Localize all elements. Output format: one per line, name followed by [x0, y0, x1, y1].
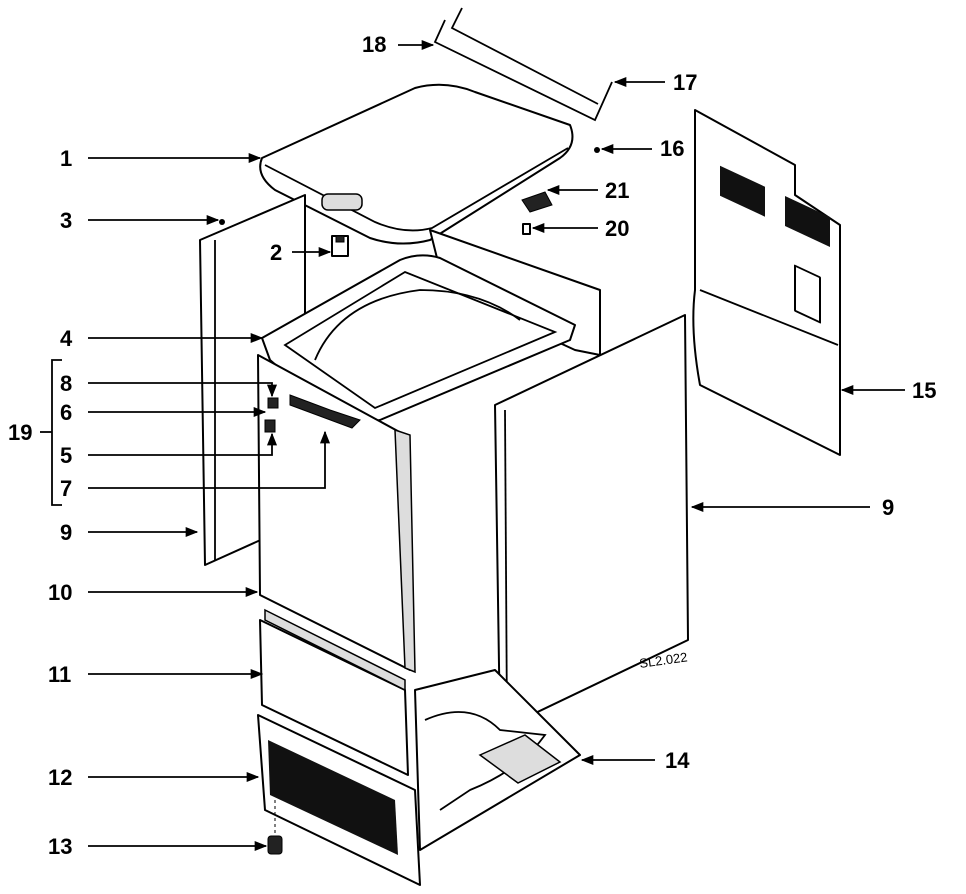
callout-17: 17	[613, 70, 697, 95]
svg-text:21: 21	[605, 178, 629, 203]
svg-text:9: 9	[882, 495, 894, 520]
svg-text:5: 5	[60, 443, 72, 468]
callout-14: 14	[580, 748, 690, 773]
drawing-code: SL2.022	[638, 649, 688, 671]
svg-text:17: 17	[673, 70, 697, 95]
top-frame	[261, 229, 601, 424]
front-door-panel	[257, 354, 416, 674]
right-side-panel: SL2.022	[494, 314, 689, 731]
svg-text:12: 12	[48, 765, 72, 790]
svg-text:8: 8	[60, 371, 72, 396]
lid-hinge	[331, 235, 349, 257]
callout-4: 4	[60, 326, 264, 351]
screw-16	[594, 147, 600, 153]
kick-panel-bracket	[259, 608, 409, 776]
callout-9-left: 9	[60, 520, 199, 545]
svg-text:1: 1	[60, 146, 72, 171]
svg-text:10: 10	[48, 580, 72, 605]
svg-text:19: 19	[8, 420, 32, 445]
svg-text:13: 13	[48, 834, 72, 859]
leveling-foot	[267, 835, 283, 855]
callout-13: 13	[48, 834, 268, 859]
front-grille-panel	[257, 714, 421, 886]
callout-6: 6	[60, 400, 267, 425]
back-panel	[692, 109, 841, 456]
callout-21: 21	[546, 178, 629, 203]
top-lid	[259, 83, 574, 245]
callout-12: 12	[48, 765, 260, 790]
callout-2: 2	[270, 240, 332, 265]
callout-3: 3	[60, 208, 220, 233]
lid-seal-strip	[433, 7, 613, 122]
svg-text:14: 14	[665, 748, 690, 773]
switch-5	[264, 419, 276, 433]
svg-text:20: 20	[605, 216, 629, 241]
callout-1: 1	[60, 146, 262, 171]
callout-8: 8	[60, 371, 278, 398]
hinge-bracket-21	[521, 191, 553, 213]
callout-9-right: 9	[690, 495, 894, 520]
callout-11: 11	[48, 662, 264, 687]
callout-10: 10	[48, 580, 259, 605]
svg-text:4: 4	[60, 326, 73, 351]
svg-text:18: 18	[362, 32, 386, 57]
callout-7: 7	[60, 430, 331, 501]
callout-5: 5	[60, 432, 278, 468]
clip-20	[522, 223, 531, 235]
svg-text:7: 7	[60, 476, 72, 501]
callout-16: 16	[600, 136, 684, 161]
screw-3	[219, 219, 225, 225]
svg-text:6: 6	[60, 400, 72, 425]
base-plate	[414, 669, 581, 851]
svg-text:3: 3	[60, 208, 72, 233]
svg-text:11: 11	[48, 662, 71, 687]
callout-18: 18	[362, 32, 435, 57]
switch-8	[267, 397, 279, 409]
callout-15: 15	[840, 378, 936, 403]
callout-20: 20	[531, 216, 629, 241]
svg-text:15: 15	[912, 378, 936, 403]
svg-text:9: 9	[60, 520, 72, 545]
callout-19-bracket: 19	[8, 359, 62, 506]
svg-text:2: 2	[270, 240, 282, 265]
svg-text:16: 16	[660, 136, 684, 161]
